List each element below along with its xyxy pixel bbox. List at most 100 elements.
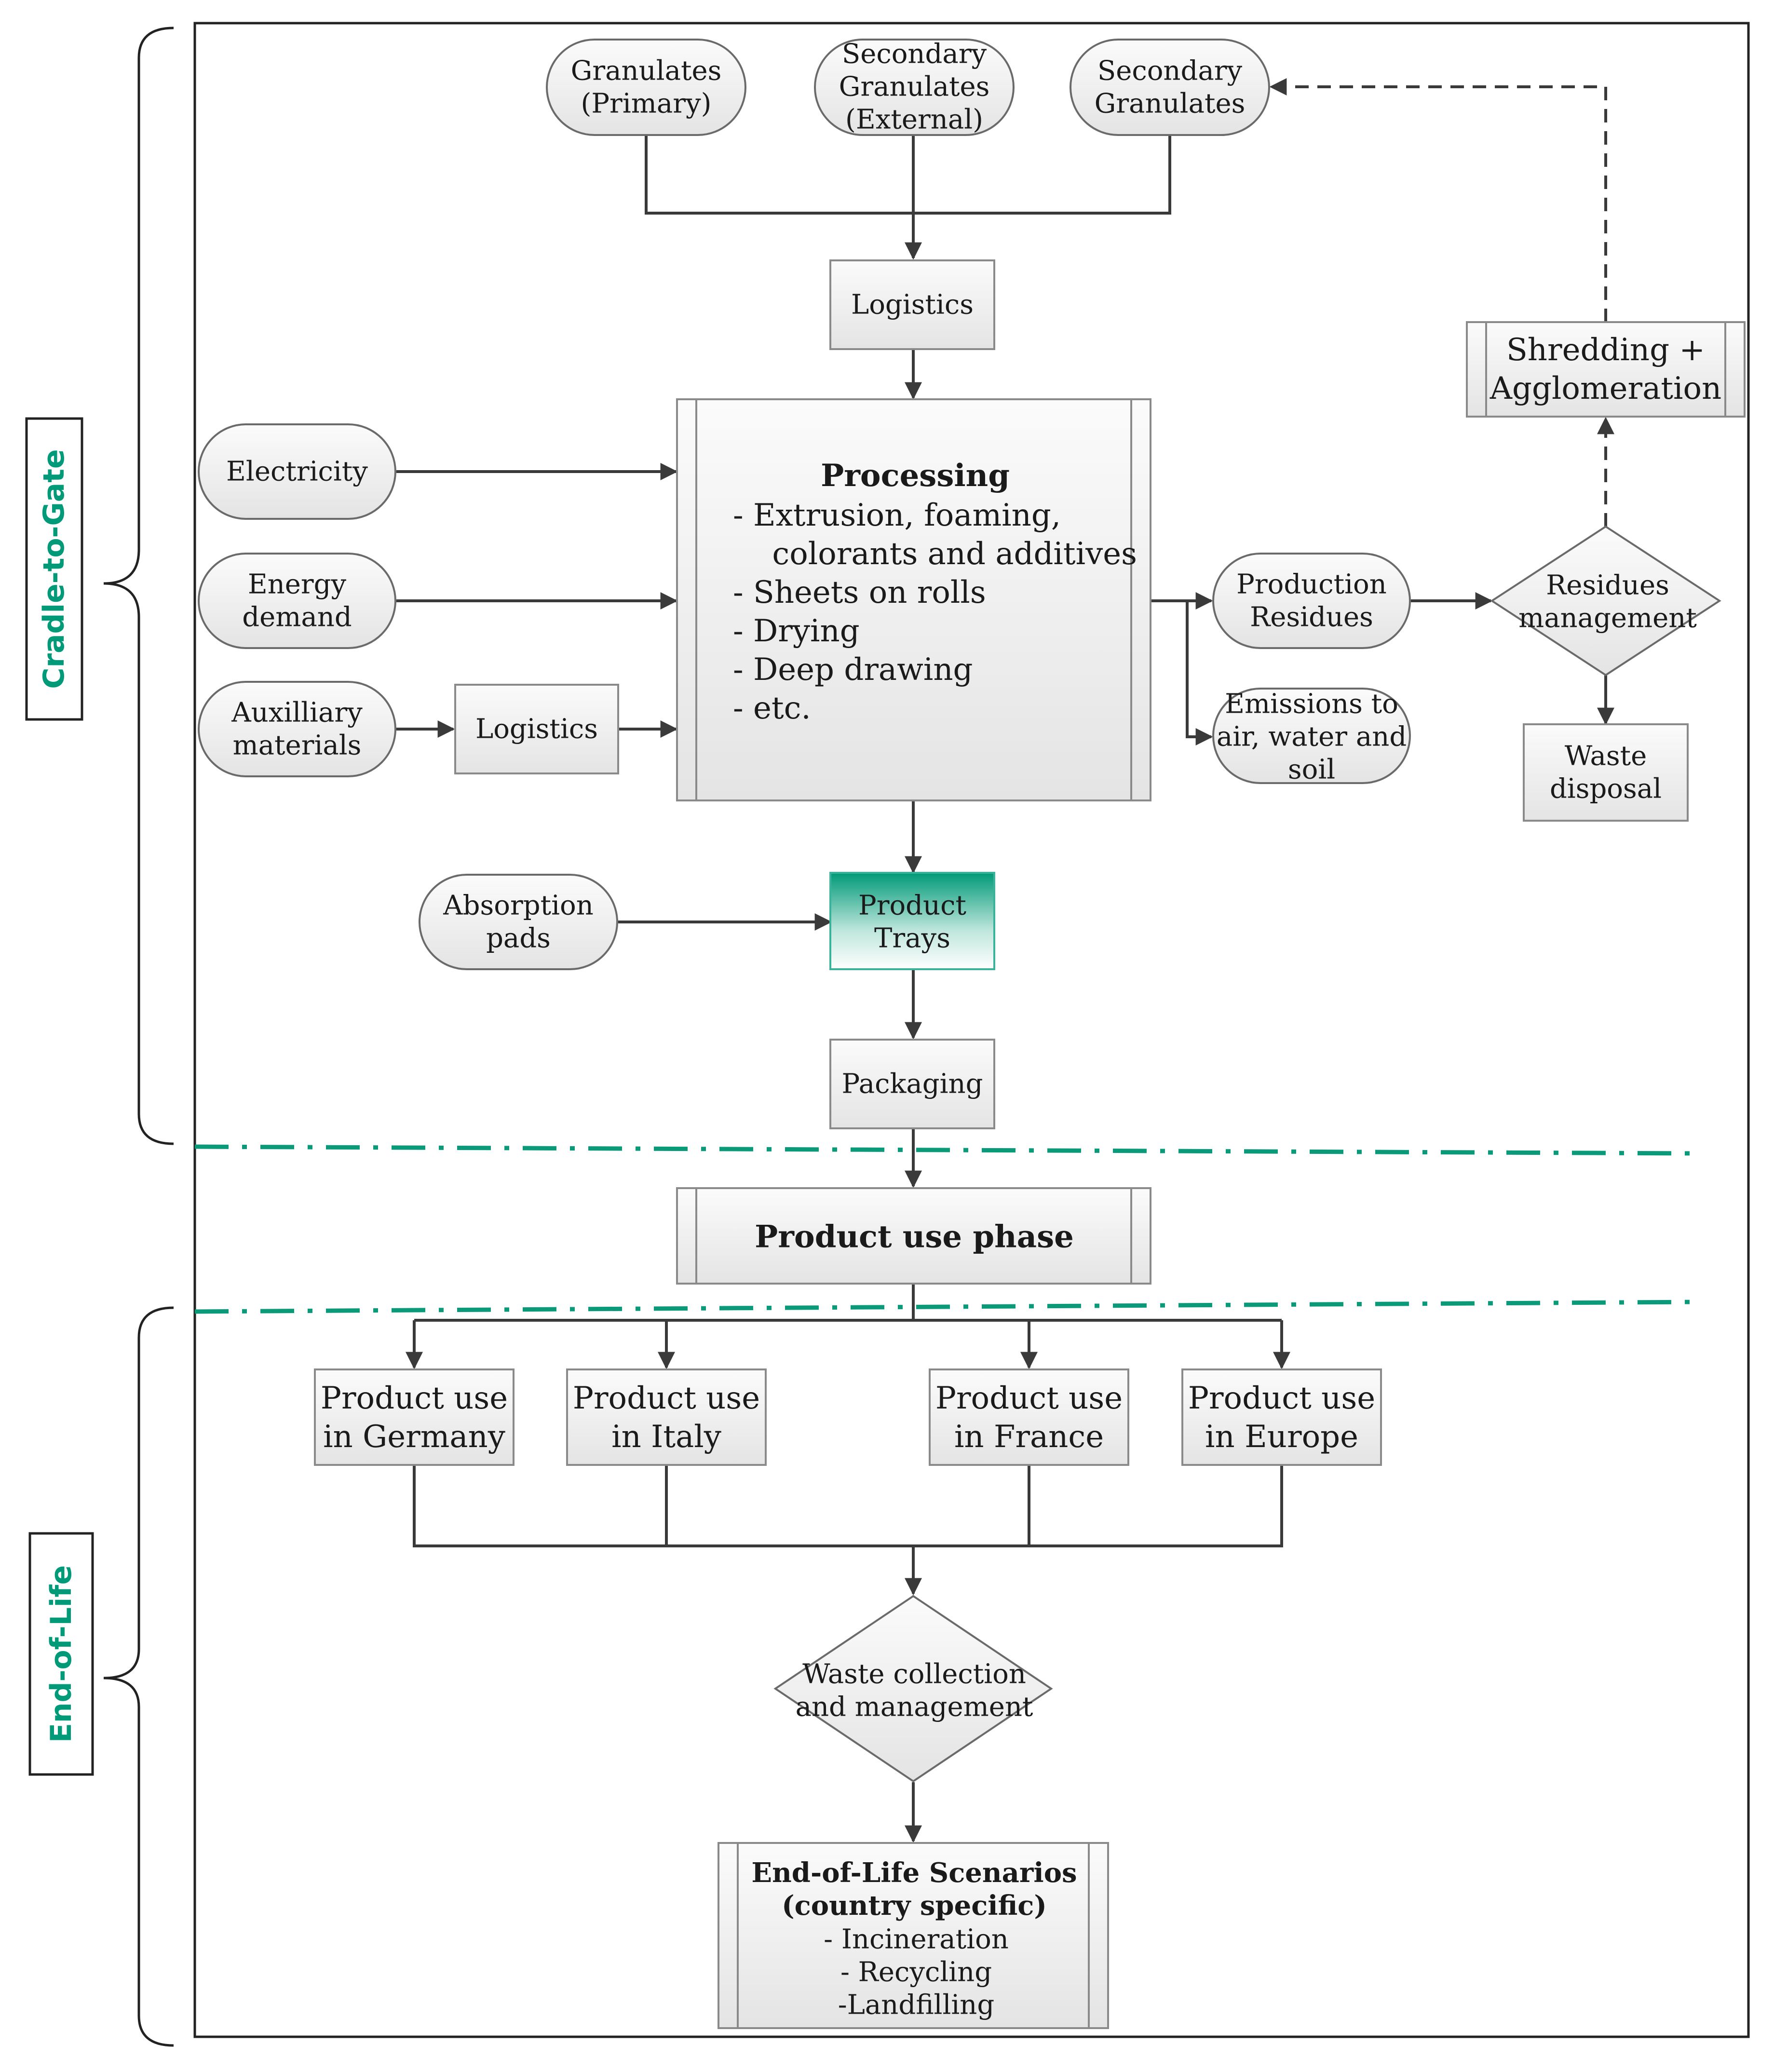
node-logistics-aux: Logistics bbox=[454, 684, 619, 774]
label-line: -Landfilling bbox=[838, 1990, 994, 2021]
node-product-use-phase: Product use phase bbox=[676, 1187, 1151, 1285]
label-line: management bbox=[1518, 603, 1697, 634]
edge-shredding-secondary bbox=[1269, 78, 1607, 322]
label-line: Production bbox=[1236, 569, 1387, 600]
label-line: disposal bbox=[1550, 773, 1662, 805]
label-line: Emissions to bbox=[1225, 689, 1398, 720]
label-line: - Recycling bbox=[840, 1957, 992, 1988]
label-line: Granulates bbox=[571, 55, 722, 87]
eol-scenarios-items: - Incineration- Recycling-Landfilling bbox=[824, 1924, 1009, 2021]
label-line: Shredding + bbox=[1506, 332, 1705, 368]
label-line: Product use bbox=[573, 1381, 760, 1416]
edge-processing-emissions bbox=[1186, 601, 1213, 745]
eol-brace bbox=[103, 1306, 174, 2047]
svg-text:Packaging: Packaging bbox=[842, 1069, 983, 1100]
node-shredding: Shredding +Agglomeration bbox=[1466, 321, 1746, 418]
label-line: Product use bbox=[321, 1381, 508, 1416]
svg-text:Shredding +Agglomeration: Shredding +Agglomeration bbox=[1490, 332, 1721, 406]
node-eol-scenarios: End-of-Life Scenarios(country specific) … bbox=[718, 1842, 1109, 2029]
svg-text:Cradle-to-Gate: Cradle-to-Gate bbox=[37, 449, 71, 689]
label-line: Waste bbox=[1565, 741, 1647, 772]
label-line: in France bbox=[954, 1419, 1104, 1455]
label-line: soil bbox=[1288, 754, 1335, 785]
processing-item: colorants and additives bbox=[733, 536, 1137, 572]
node-processing: Processing - Extrusion, foaming, coloran… bbox=[676, 398, 1151, 801]
label-line: End-of-Life Scenarios bbox=[751, 1857, 1077, 1889]
label-line: Product use bbox=[935, 1381, 1123, 1416]
svg-text:End-of-Life: End-of-Life bbox=[44, 1565, 78, 1743]
processing-items: - Extrusion, foaming, colorants and addi… bbox=[733, 498, 1137, 726]
node-packaging: Packaging bbox=[829, 1039, 995, 1129]
label-line: Absorption bbox=[443, 890, 594, 921]
processing-item: - etc. bbox=[733, 691, 811, 726]
svg-text:Logistics: Logistics bbox=[851, 289, 974, 321]
label-line: Auxilliary bbox=[231, 697, 363, 729]
label-line: Secondary bbox=[842, 39, 987, 70]
cradle-to-gate-label: Cradle-to-Gate bbox=[25, 417, 83, 721]
label-line: Energy bbox=[248, 569, 347, 600]
label-line: Granulates bbox=[1095, 88, 1246, 120]
label-line: materials bbox=[233, 730, 362, 761]
label-line: Product use bbox=[1188, 1381, 1375, 1416]
eol-scenarios-title: End-of-Life Scenarios(country specific) bbox=[751, 1857, 1077, 1922]
label-line: in Germany bbox=[323, 1419, 505, 1455]
label-line: Agglomeration bbox=[1490, 371, 1721, 406]
country-merge-line bbox=[413, 1466, 1283, 1547]
separator-cradle-use bbox=[194, 1144, 1698, 1156]
label-line: in Italy bbox=[611, 1419, 721, 1455]
svg-text:Granulates(Primary): Granulates(Primary) bbox=[571, 55, 722, 120]
outer-frame bbox=[193, 22, 1750, 2038]
processing-item: - Extrusion, foaming, bbox=[733, 498, 1061, 533]
label-line: Trays bbox=[874, 923, 950, 954]
label-line: (External) bbox=[845, 104, 983, 135]
label-line: Product bbox=[858, 890, 966, 921]
processing-title: Processing bbox=[821, 458, 1010, 494]
processing-item: - Sheets on rolls bbox=[733, 575, 986, 610]
node-granulates-primary: Granulates(Primary) bbox=[546, 39, 746, 136]
svg-text:Electricity: Electricity bbox=[226, 456, 368, 488]
label-line: Logistics bbox=[851, 289, 974, 321]
label-line: in Europe bbox=[1205, 1419, 1358, 1455]
label-line: Waste collection bbox=[802, 1659, 1026, 1690]
label-line: Electricity bbox=[226, 456, 368, 488]
svg-text:Logistics: Logistics bbox=[475, 714, 598, 745]
label-line: Residues bbox=[1546, 570, 1669, 601]
label-line: Logistics bbox=[475, 714, 598, 745]
cradle-brace bbox=[103, 27, 174, 1145]
processing-item: - Deep drawing bbox=[733, 652, 973, 688]
label-line: pads bbox=[486, 923, 551, 954]
use-phase-title: Product use phase bbox=[755, 1219, 1074, 1255]
processing-item: - Drying bbox=[733, 613, 860, 649]
granulates-merge-line bbox=[645, 136, 1171, 215]
label-line: (Primary) bbox=[581, 88, 712, 120]
label-line: - Incineration bbox=[824, 1924, 1009, 1955]
